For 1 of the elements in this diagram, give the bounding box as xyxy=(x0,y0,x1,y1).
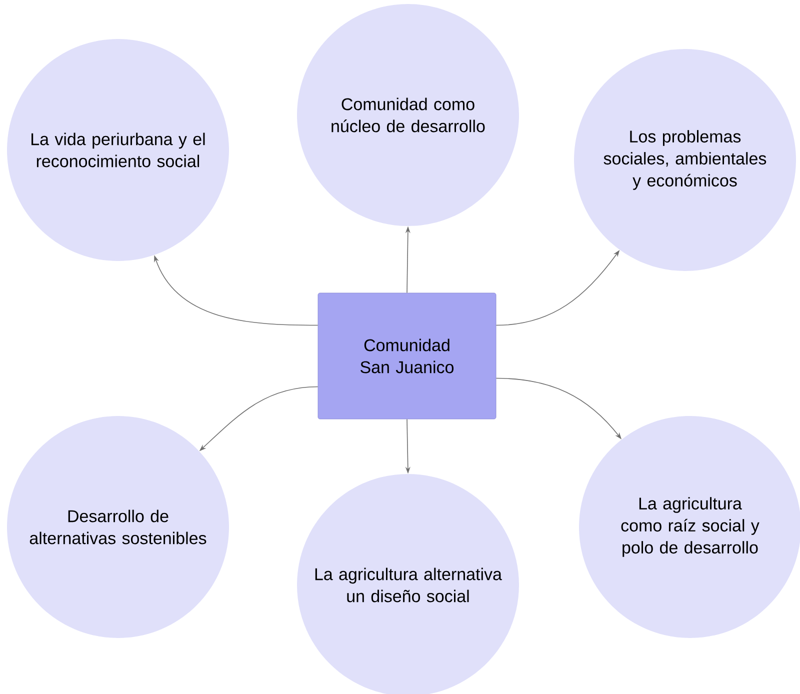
center-box: Comunidad San Juanico xyxy=(318,292,496,420)
